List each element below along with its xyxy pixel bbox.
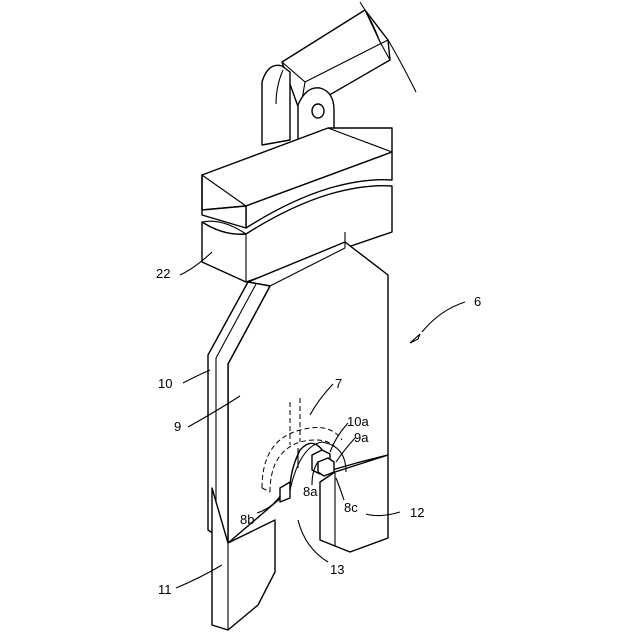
label-9: 9: [174, 419, 181, 434]
label-9a: 9a: [354, 430, 369, 445]
label-8c: 8c: [344, 500, 358, 515]
label-8a: 8a: [303, 484, 318, 499]
label-8b: 8b: [240, 512, 254, 527]
label-10a: 10a: [347, 414, 369, 429]
label-13: 13: [330, 562, 344, 577]
label-6: 6: [474, 294, 481, 309]
label-12: 12: [410, 505, 424, 520]
support-arm: [282, 2, 416, 112]
label-11: 11: [158, 582, 172, 597]
label-10: 10: [158, 376, 172, 391]
label-7: 7: [335, 376, 342, 391]
label-22: 22: [156, 266, 170, 281]
